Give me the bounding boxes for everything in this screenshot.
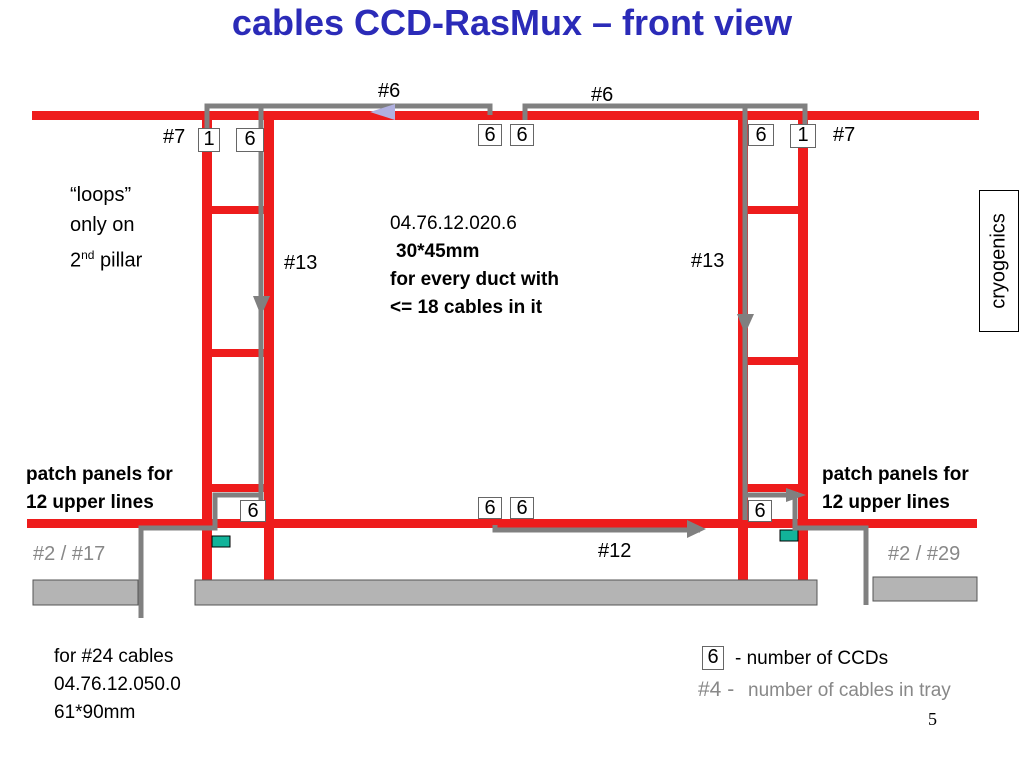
tray-label-left-7: #7	[163, 126, 186, 148]
left-rung	[202, 349, 274, 357]
tray-label-left-2-17: #2 / #17	[33, 543, 106, 565]
page-title: cables CCD-RasMux – front view	[231, 2, 793, 43]
right-rung	[738, 206, 808, 214]
legend-ccd-text: - number of CCDs	[735, 648, 889, 669]
ccd-count-box: 6	[236, 128, 264, 152]
right-rung	[738, 484, 808, 492]
ccd-count-box: 6	[478, 124, 502, 146]
patch-label-line: patch panels for	[822, 464, 969, 485]
duct-note-code: 04.76.12.020.6	[390, 213, 517, 234]
loops-note-sup: nd	[81, 248, 95, 262]
legend-cables-key: #4 -	[698, 678, 735, 701]
tray-label-bottom-12: #12	[598, 540, 632, 562]
left-pillar-outer	[202, 115, 212, 580]
cable-route-bottom	[492, 525, 700, 533]
ccd-count-box: 6	[240, 500, 266, 522]
left-pillar-inner	[264, 115, 274, 580]
tray-label-top-left: #6	[378, 80, 401, 102]
cable-route-left-loop	[204, 103, 493, 130]
loops-note-line: 2nd pillar	[70, 240, 142, 276]
patch-panel-right	[779, 529, 799, 542]
left-rung	[202, 206, 274, 214]
patch-label-line: 12 upper lines	[822, 492, 950, 513]
tray-label-right-2-29: #2 / #29	[888, 543, 961, 565]
right-pillar-outer	[798, 115, 808, 580]
loops-note-rest: pillar	[94, 249, 143, 272]
patch-panel-label-left: patch panels for 12 upper lines	[26, 461, 173, 517]
patch-panel-label-right: patch panels for 12 upper lines	[822, 461, 969, 517]
top-tray	[32, 111, 979, 120]
ccd-count-box: 6	[478, 497, 502, 519]
tray-label-right-13: #13	[691, 250, 725, 272]
duct-note-line: for every duct with	[390, 269, 559, 290]
cryogenics-label: cryogenics	[987, 213, 1010, 309]
tray-label-left-13: #13	[284, 252, 318, 274]
arrow-right-bottom-end	[786, 488, 806, 502]
cable-route-right-loop	[522, 103, 808, 130]
bottom-tray	[27, 519, 977, 528]
duct-note: 04.76.12.020.6 30*45mm for every duct wi…	[390, 210, 559, 322]
cable-route-left-bottom	[138, 492, 261, 618]
loops-note: “loops” only on 2nd pillar	[70, 180, 142, 276]
patch-panel-left	[211, 535, 231, 548]
patch-label-line: 12 upper lines	[26, 492, 154, 513]
ccd-count-box: 1	[198, 128, 220, 152]
bottom-note-line: 04.76.12.050.0	[54, 674, 181, 695]
tray-label-top-right: #6	[591, 84, 614, 106]
bottom-note: for #24 cables 04.76.12.050.0 61*90mm	[54, 643, 181, 727]
arrow-left-top	[370, 104, 395, 120]
loops-note-line: only on	[70, 214, 135, 236]
duct-note-size: 30*45mm	[396, 241, 480, 262]
legend-box: 6	[702, 646, 724, 670]
left-rung	[202, 484, 274, 492]
arrow-down-left	[253, 296, 270, 316]
cryogenics-box: cryogenics	[979, 190, 1019, 332]
bottom-note-line: 61*90mm	[54, 702, 136, 723]
ccd-count-box: 6	[510, 124, 534, 146]
ccd-count-box: 1	[790, 124, 816, 148]
ccd-count-box: 6	[748, 124, 774, 146]
ccd-count-box: 6	[748, 500, 772, 522]
right-rung	[738, 357, 808, 365]
floor-support-right	[872, 576, 978, 602]
floor-support-left	[32, 579, 139, 606]
loops-note-num: 2	[70, 249, 82, 272]
page-number: 5	[928, 709, 937, 729]
arrow-right-bottom	[687, 520, 706, 538]
patch-label-line: patch panels for	[26, 464, 173, 485]
loops-note-line: “loops”	[70, 184, 132, 206]
floor-support-center	[194, 579, 818, 606]
duct-note-line: <= 18 cables in it	[390, 297, 543, 318]
tray-label-right-7: #7	[833, 124, 856, 146]
cable-route-right-drop	[742, 103, 762, 520]
arrow-down-right	[737, 314, 754, 334]
cable-route-right-bottom	[745, 492, 869, 605]
legend-cables-text: number of cables in tray	[748, 680, 951, 701]
bottom-note-line: for #24 cables	[54, 646, 174, 667]
ccd-count-box: 6	[510, 497, 534, 519]
